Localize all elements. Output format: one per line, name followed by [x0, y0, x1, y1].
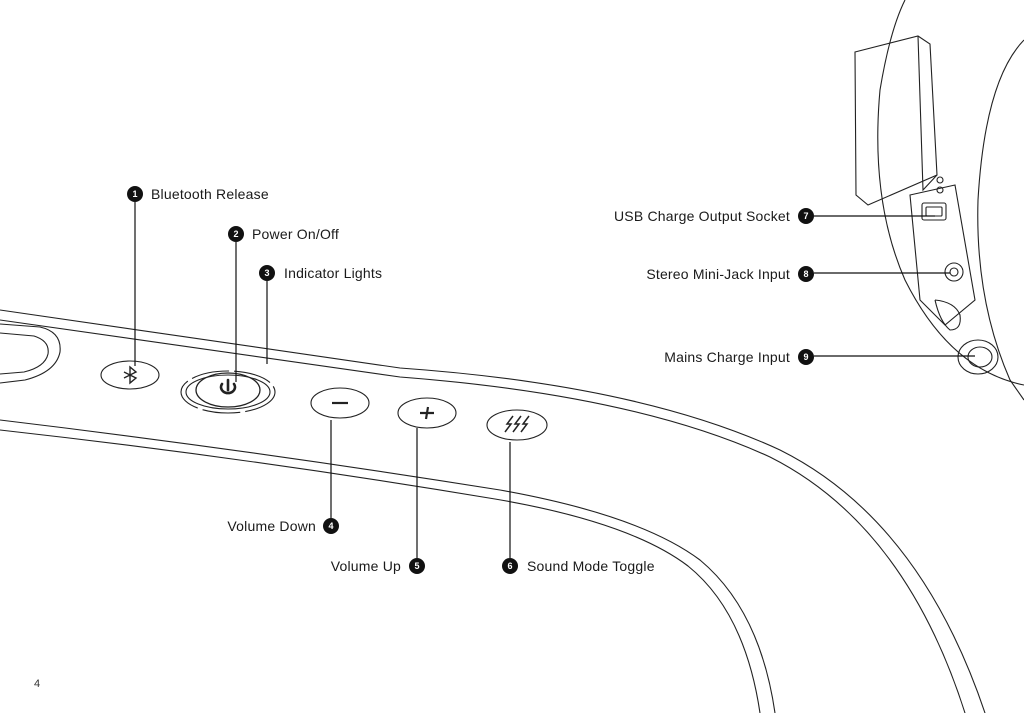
bluetooth-icon — [123, 365, 138, 385]
bluetooth-button[interactable] — [100, 360, 160, 390]
callout-label-indicator-lights: Indicator Lights — [284, 265, 383, 281]
callout-badge-9: 9 — [798, 349, 814, 365]
callout-label-bluetooth-release: Bluetooth Release — [151, 186, 269, 202]
callout-badge-7: 7 — [798, 208, 814, 224]
power-icon — [219, 378, 237, 395]
callout-label-mains-charge-input: Mains Charge Input — [664, 349, 790, 365]
display-panel-inner — [0, 332, 49, 375]
right-body-outer — [977, 39, 1024, 401]
volume-down-button[interactable] — [310, 387, 370, 419]
callout-badge-2: 2 — [228, 226, 244, 242]
callout-badge-6: 6 — [502, 558, 518, 574]
handle-block-edge — [917, 35, 938, 192]
volume-up-button[interactable] — [397, 397, 457, 429]
port-recess — [909, 184, 976, 326]
callout-badge-8: 8 — [798, 266, 814, 282]
port-bracket — [934, 299, 961, 331]
sound-mode-icon — [504, 415, 530, 433]
mini-jack-port — [944, 262, 964, 282]
right-body-rim — [877, 0, 1024, 386]
callout-badge-4: 4 — [323, 518, 339, 534]
handle-block — [854, 35, 938, 206]
speaker-top-edge — [0, 309, 986, 713]
callout-badge-1: 1 — [127, 186, 143, 202]
callout-label-volume-up: Volume Up — [330, 558, 401, 574]
speaker-lower-inner-edge — [0, 429, 761, 713]
speaker-lower-edge — [0, 419, 776, 713]
mains-charge-port — [957, 339, 999, 375]
callout-label-power: Power On/Off — [252, 226, 339, 242]
usb-socket — [921, 202, 947, 221]
page-number: 4 — [34, 678, 41, 690]
callout-badge-3: 3 — [259, 265, 275, 281]
power-button[interactable] — [195, 372, 261, 408]
indicator-light-ring — [180, 370, 276, 414]
speaker-top-inner-edge — [0, 319, 966, 713]
sound-mode-button[interactable] — [486, 409, 548, 441]
callout-label-usb-charge-output: USB Charge Output Socket — [614, 208, 790, 224]
callout-label-mini-jack-input: Stereo Mini-Jack Input — [646, 266, 790, 282]
plus-icon — [420, 406, 434, 420]
callout-badge-5: 5 — [409, 558, 425, 574]
callout-label-volume-down: Volume Down — [227, 518, 316, 534]
callout-label-sound-mode-toggle: Sound Mode Toggle — [527, 558, 655, 574]
display-panel — [0, 323, 61, 384]
